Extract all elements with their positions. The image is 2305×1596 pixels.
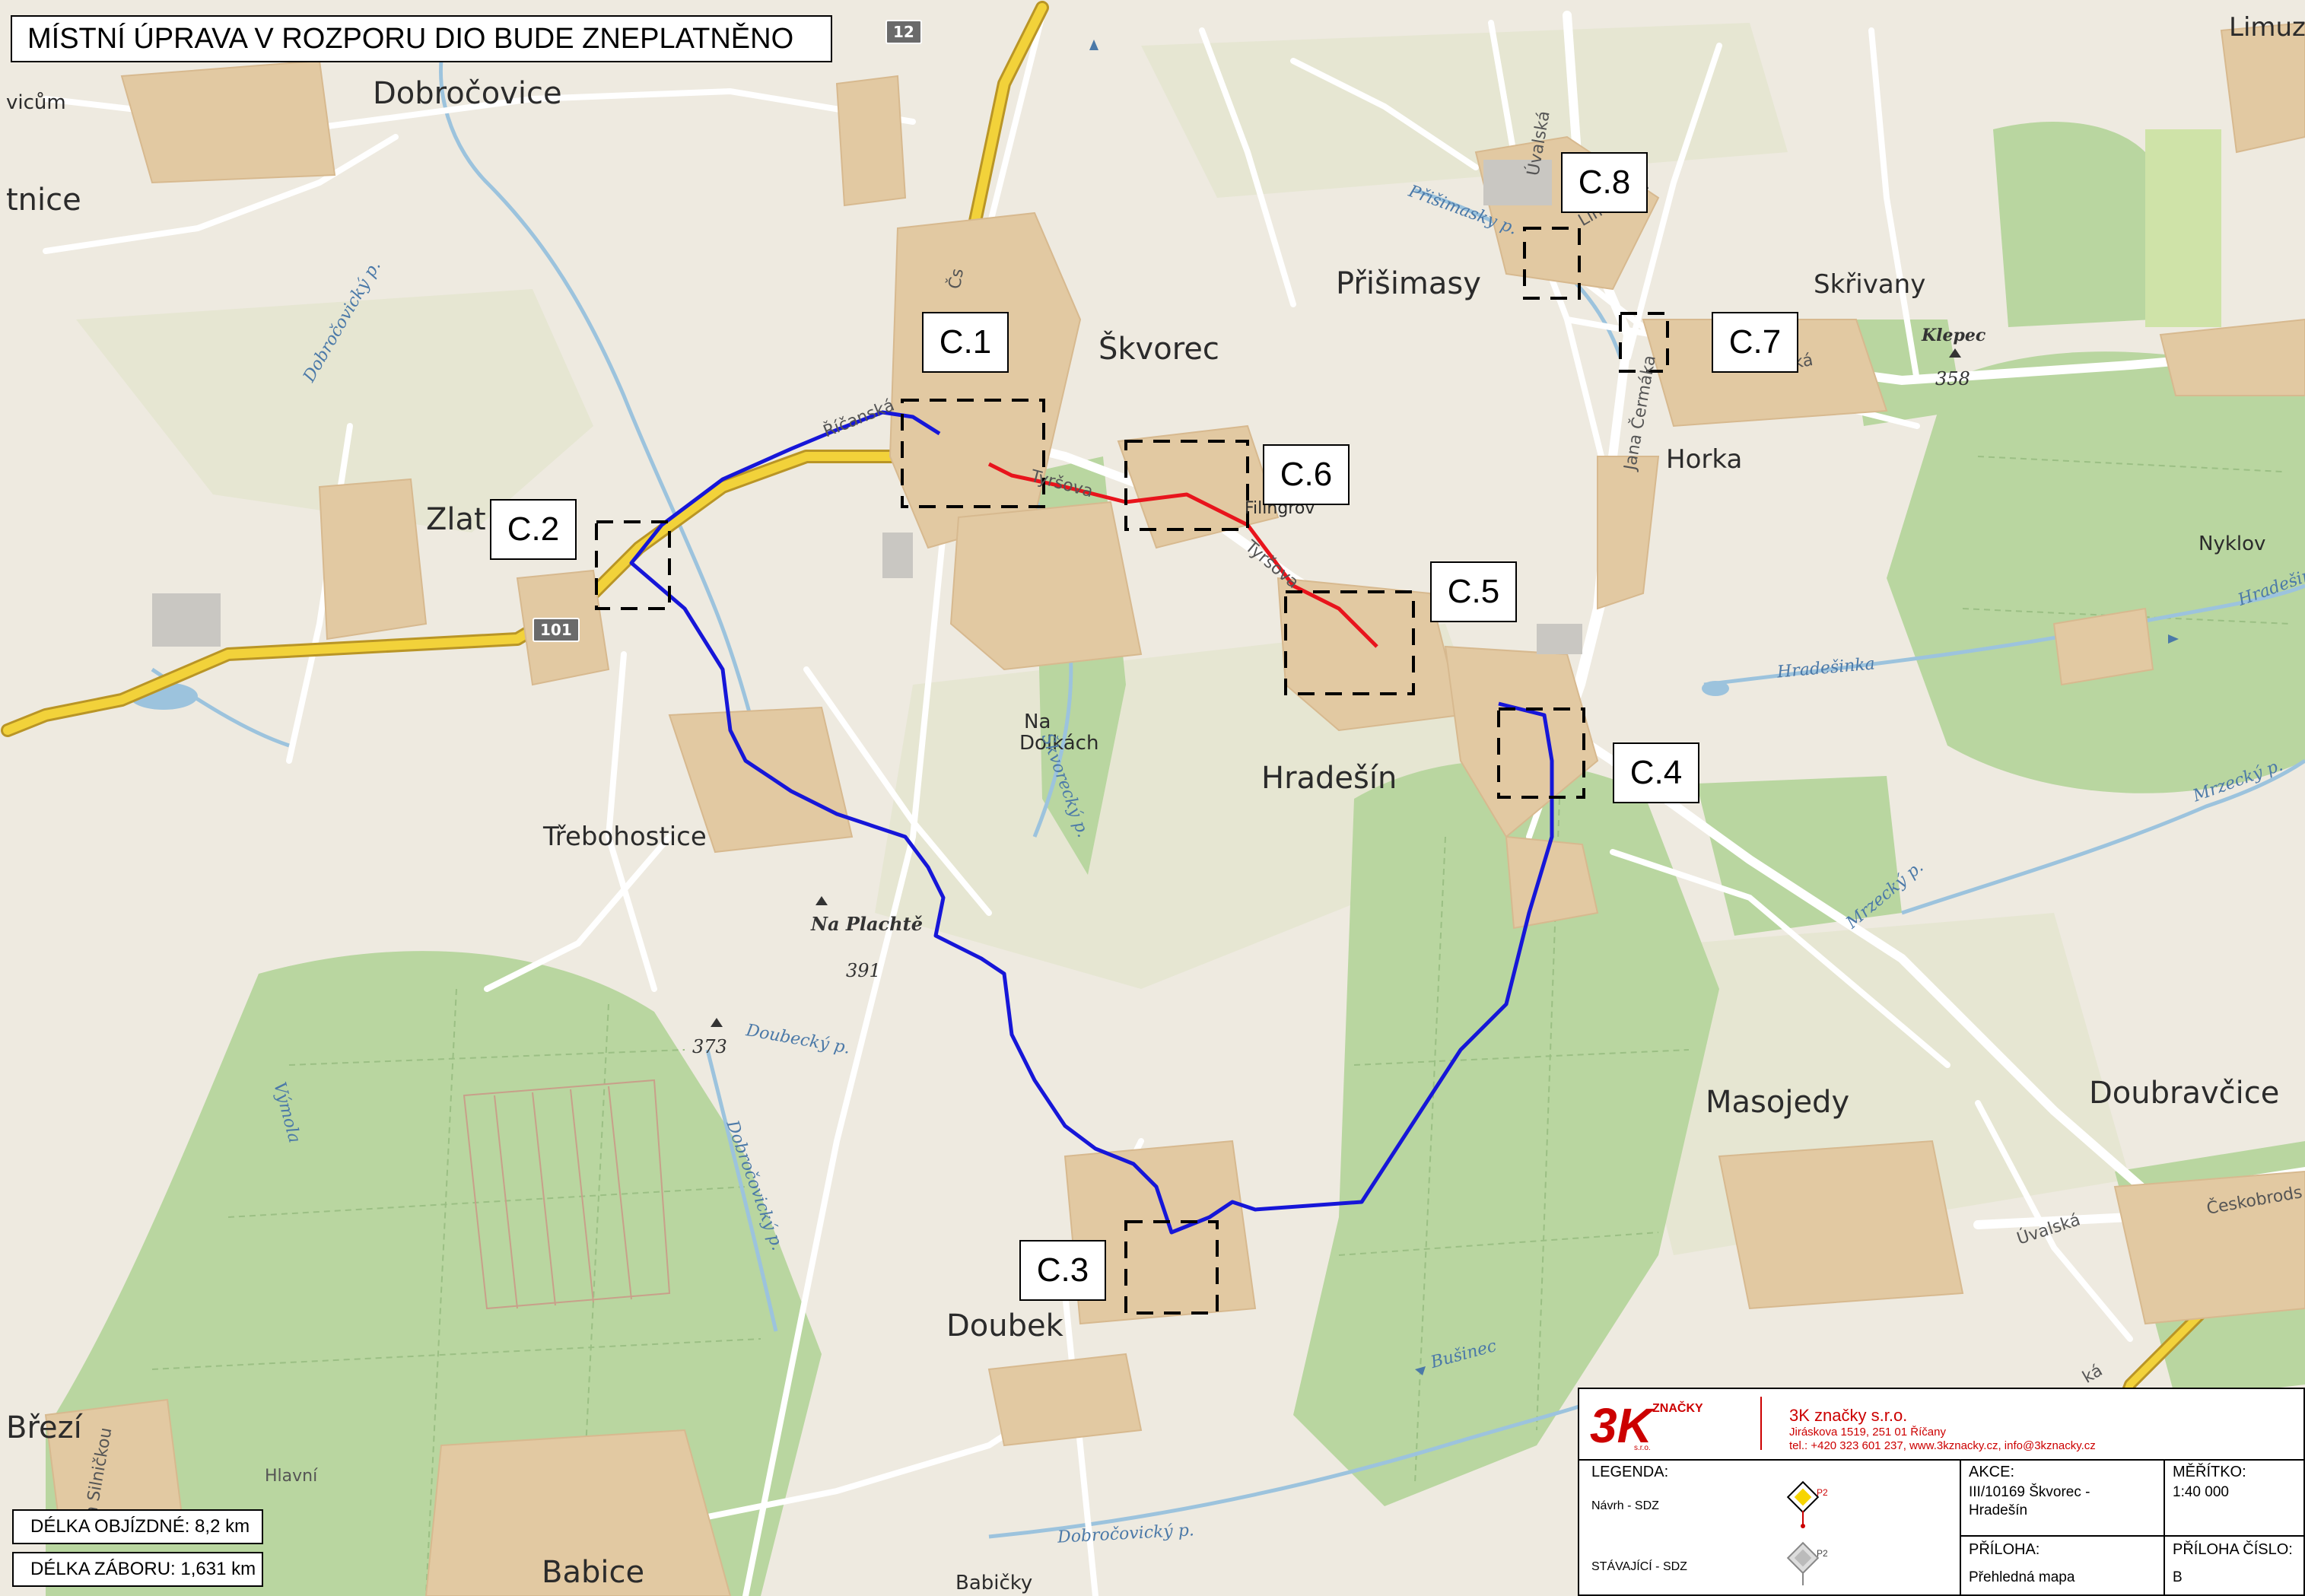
main-road-sign-proposed-icon — [1786, 1480, 1820, 1528]
town-babicky: Babičky — [955, 1572, 1033, 1594]
frame-c2 — [595, 520, 671, 610]
legend-label: LEGENDA: — [1591, 1464, 1669, 1480]
peak-klepec: Klepec — [1922, 326, 1986, 345]
legend-proposed: Návrh - SDZ — [1591, 1499, 1659, 1512]
action-label: AKCE: — [1969, 1464, 2015, 1480]
callout-c7[interactable]: C.7 — [1712, 312, 1798, 373]
detour-route — [629, 410, 1554, 1235]
elevation-373: 373 — [692, 1036, 727, 1057]
road-cs: Čs — [945, 267, 968, 291]
town-babice: Babice — [542, 1555, 645, 1590]
logo-separator — [1760, 1397, 1762, 1450]
action-value: III/10169 Škvorec - Hradešín — [1969, 1484, 2090, 1518]
company-name: 3K značky s.r.o. — [1789, 1406, 1908, 1425]
town-doubek: Doubek — [946, 1308, 1063, 1343]
peak-na-plachte: Na Plachtě — [811, 913, 923, 935]
callout-c2[interactable]: C.2 — [490, 499, 577, 560]
flow-arrows — [1089, 40, 2179, 1375]
peak-markers — [711, 348, 1961, 1027]
frame-c8 — [1523, 227, 1581, 300]
locality-na-dolkach-1: Na — [1024, 711, 1051, 733]
town-prisimasy: Přišimasy — [1336, 266, 1481, 301]
water-features — [151, 22, 2305, 1539]
town-horka: Horka — [1666, 444, 1743, 475]
scale-label: MĚŘÍTKO: — [2173, 1464, 2246, 1480]
town-dobrocovice: Dobročovice — [373, 76, 562, 111]
town-doubravcice: Doubravčice — [2089, 1076, 2280, 1111]
title-block: 3K ZNAČKY s.r.o. 3K značky s.r.o. Jirásk… — [1578, 1388, 2305, 1596]
scale-value: 1:40 000 — [2173, 1484, 2229, 1500]
town-tnice: tnice — [6, 183, 81, 218]
elevation-391: 391 — [846, 960, 881, 981]
callout-c3[interactable]: C.3 — [1019, 1240, 1106, 1301]
frame-c6 — [1124, 440, 1249, 531]
frame-c1 — [901, 399, 1045, 508]
title-block-row-sep — [1960, 1535, 2303, 1537]
title-block-col-sep-1 — [1960, 1459, 1961, 1594]
callout-c6[interactable]: C.6 — [1263, 444, 1350, 505]
town-skrivany: Skřivany — [1814, 269, 1926, 300]
town-masojedy: Masojedy — [1706, 1085, 1850, 1120]
callout-c4[interactable]: C.4 — [1613, 742, 1699, 803]
logo-mark: 3K — [1590, 1398, 1656, 1453]
sign-code-existing: P2 — [1817, 1548, 1828, 1559]
annex-number-label: PŘÍLOHA ČÍSLO: — [2173, 1541, 2293, 1558]
detour-length-box: DÉLKA OBJÍZDNÉ: 8,2 km — [12, 1509, 263, 1544]
frame-c5 — [1284, 590, 1415, 695]
company-address: Jiráskova 1519, 251 01 Říčany — [1789, 1426, 1946, 1439]
orchard — [2145, 129, 2221, 327]
callout-c1[interactable]: C.1 — [922, 312, 1009, 373]
frame-c7 — [1619, 312, 1669, 373]
town-brezi: Březí — [6, 1410, 82, 1445]
town-vicum: vicům — [6, 91, 66, 114]
frame-c3 — [1124, 1220, 1219, 1315]
warning-banner: MÍSTNÍ ÚPRAVA V ROZPORU DIO BUDE ZNEPLAT… — [11, 15, 832, 62]
town-skvorec: Škvorec — [1098, 332, 1219, 367]
logo-sro: s.r.o. — [1634, 1444, 1651, 1452]
company-contact: tel.: +420 323 601 237, www.3kznacky.cz,… — [1789, 1439, 2096, 1452]
closure-length-box: DÉLKA ZÁBORU: 1,631 km — [12, 1552, 263, 1587]
road-hlavni: Hlavní — [265, 1467, 318, 1486]
callout-c5[interactable]: C.5 — [1430, 561, 1517, 622]
frame-c4 — [1497, 707, 1585, 799]
industrial-blocks — [152, 160, 1582, 654]
annex-label: PŘÍLOHA: — [1969, 1541, 2040, 1558]
callout-frames — [595, 227, 1669, 1315]
title-block-col-sep-2 — [2164, 1459, 2165, 1594]
main-road-sign-existing-icon — [1786, 1541, 1820, 1585]
callout-c8[interactable]: C.8 — [1561, 152, 1648, 213]
parcel-block — [463, 1079, 671, 1310]
annex-number-value: B — [2173, 1569, 2183, 1585]
annex-value: Přehledná mapa — [1969, 1569, 2075, 1585]
logo-sub: ZNAČKY — [1652, 1400, 1703, 1415]
elevation-358: 358 — [1935, 368, 1970, 389]
company-logo: 3K ZNAČKY s.r.o. — [1588, 1395, 1703, 1453]
locality-na-dolkach-2: Dolkách — [1019, 732, 1099, 755]
settlements — [44, 21, 2305, 1596]
town-zlat: Zlat — [426, 502, 486, 537]
town-limuz: Limuz — [2229, 12, 2305, 43]
road-shield-101: 101 — [533, 618, 580, 642]
road-shield-12: 12 — [885, 20, 922, 44]
town-trebohostice: Třebohostice — [543, 822, 707, 852]
town-hradesin: Hradešín — [1261, 761, 1397, 796]
closure-route — [987, 462, 1378, 648]
legend-existing: STÁVAJÍCÍ - SDZ — [1591, 1560, 1687, 1573]
sign-code-proposed: P2 — [1817, 1487, 1828, 1498]
town-nyklov: Nyklov — [2198, 533, 2266, 555]
title-block-header: 3K ZNAČKY s.r.o. 3K značky s.r.o. Jirásk… — [1579, 1389, 2303, 1461]
